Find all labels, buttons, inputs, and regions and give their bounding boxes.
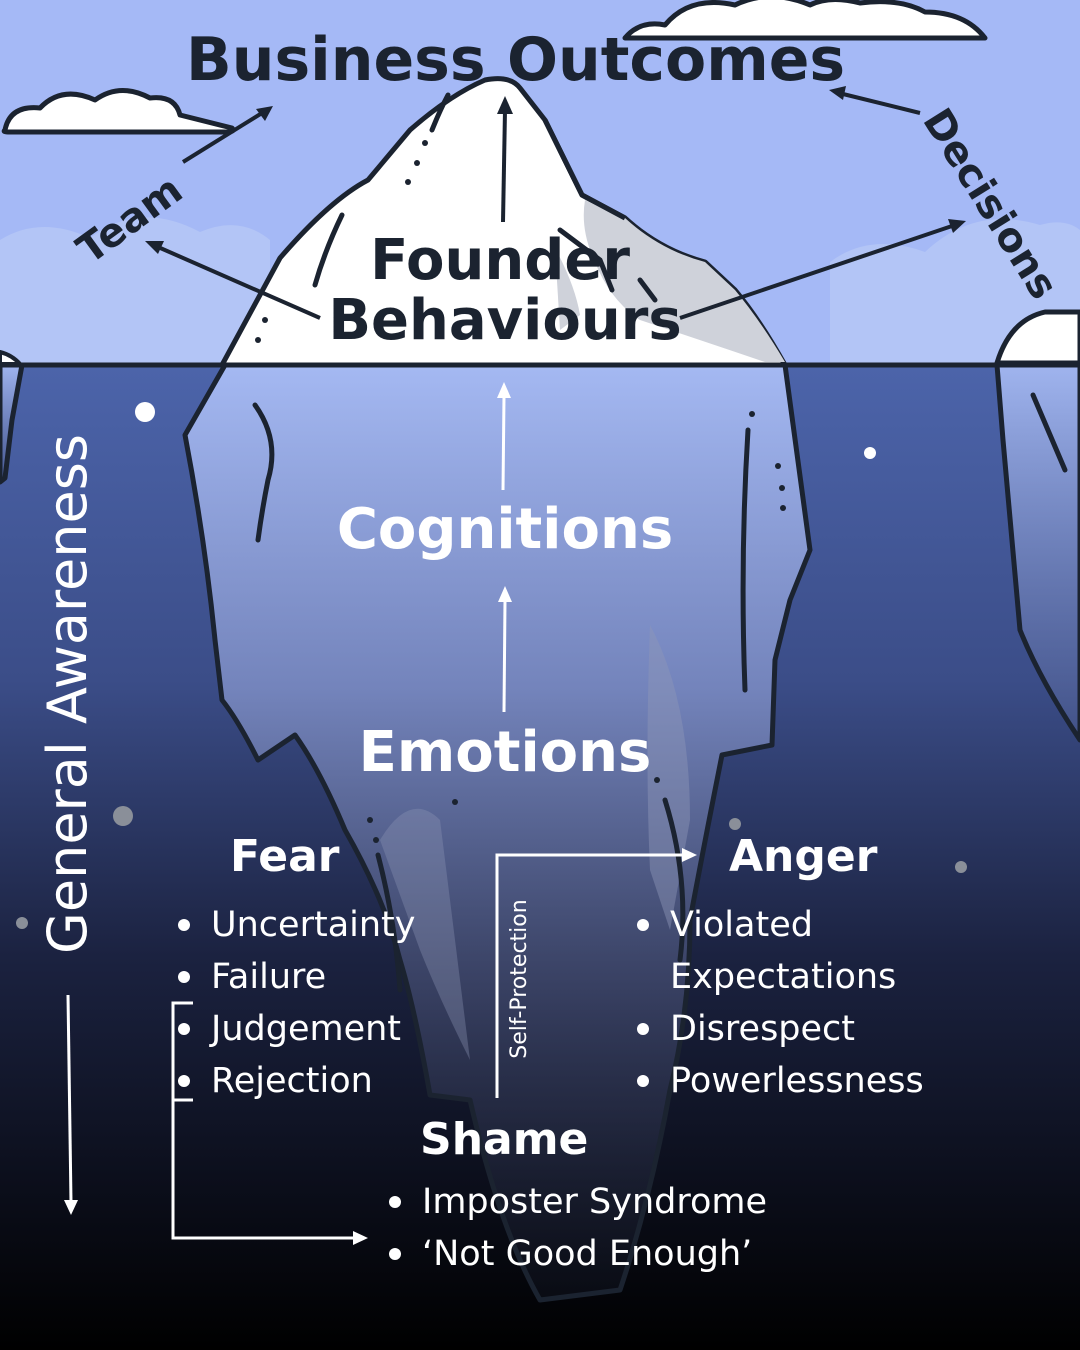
cloud-left (1, 88, 236, 135)
anger-heading: Anger (729, 831, 878, 882)
ice-shading (583, 200, 785, 362)
right-iceberg-top (994, 309, 1080, 366)
arrow-decisions-to-outcomes (829, 86, 921, 115)
label-emotions: Emotions (358, 720, 652, 785)
water-particles (16, 402, 967, 929)
iceberg-underwater (182, 362, 813, 1303)
title-outcomes: Outcomes (507, 25, 846, 95)
shame-item: ‘Not Good Enough’ (384, 1228, 767, 1280)
arrow-behaviours-to-decisions (679, 219, 966, 320)
background-clouds (0, 217, 270, 365)
cloud-top (622, 0, 988, 41)
fear-heading: Fear (230, 831, 340, 882)
fear-item: Uncertainty (173, 899, 415, 951)
anger-item: Disrespect (632, 1003, 924, 1055)
fear-item: Rejection (173, 1055, 415, 1107)
anger-item: Powerlessness (632, 1055, 924, 1107)
arrow-behaviours-to-team (145, 241, 321, 320)
shame-item: Imposter Syndrome (384, 1176, 767, 1228)
bracket-fear-to-shame (171, 1001, 368, 1245)
shame-heading: Shame (420, 1114, 589, 1165)
label-behaviours: Behaviours (328, 288, 682, 353)
arrow-team-to-outcomes (181, 106, 273, 164)
fear-list: Uncertainty Failure Judgement Rejection (173, 899, 415, 1107)
fear-item: Failure (173, 951, 415, 1003)
arrow-emotions-to-cognitions (498, 586, 512, 713)
arrow-behaviours-to-outcomes (497, 96, 513, 223)
label-self-protection: Self-Protection (507, 899, 532, 1059)
fear-item: Judgement (173, 1003, 415, 1055)
label-cognitions: Cognitions (336, 497, 674, 562)
arrow-cognitions-to-behaviours (497, 382, 511, 491)
arrow-self-protection (495, 848, 697, 1098)
label-general-awareness: General Awareness (36, 434, 99, 954)
arrow-general-awareness (64, 994, 78, 1215)
label-founder: Founder (370, 228, 630, 293)
anger-item-continuation: Expectations (670, 957, 897, 997)
title-business: Business (186, 25, 486, 95)
anger-item: Violated (632, 899, 924, 951)
ice-speckles (367, 411, 786, 843)
anger-list: Violated Expectations Disrespect Powerle… (632, 899, 924, 1107)
shame-list: Imposter Syndrome ‘Not Good Enough’ (384, 1176, 767, 1280)
